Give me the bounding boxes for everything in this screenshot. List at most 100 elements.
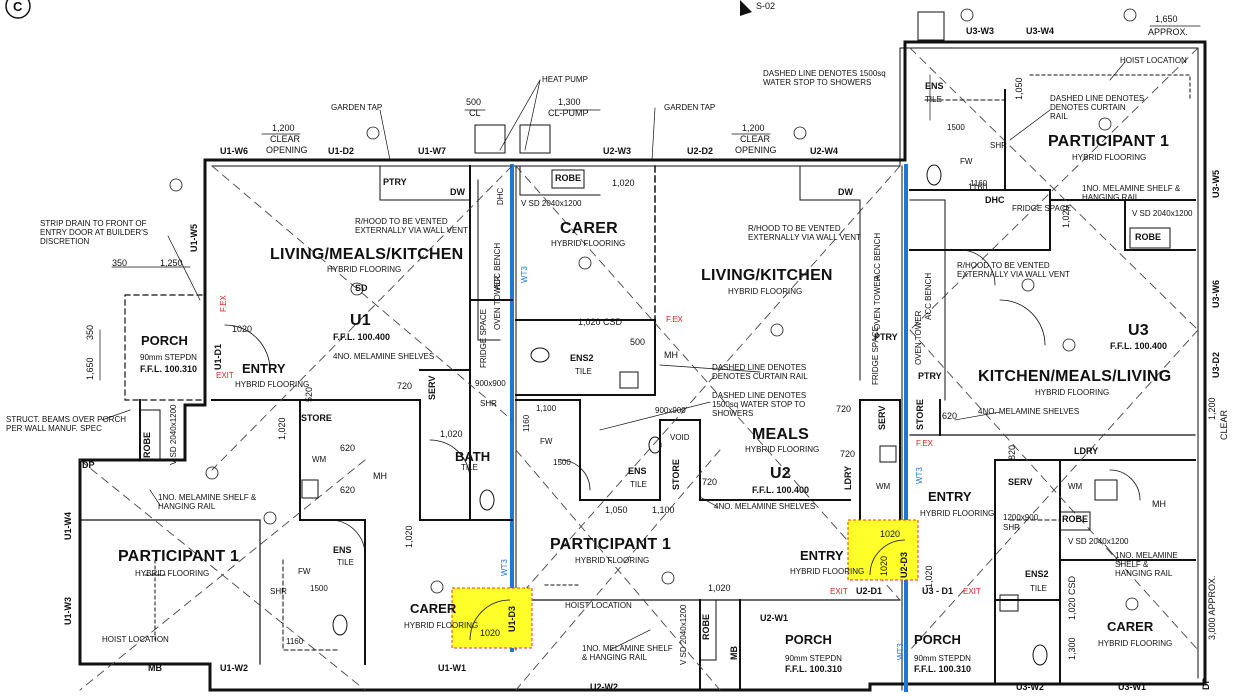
section-ref: S-02 — [756, 1, 776, 11]
sd-u1: SD — [355, 283, 368, 293]
mb-u2: MB — [729, 646, 739, 660]
acc-u3: ACC BENCH — [924, 272, 933, 320]
mh-u3: MH — [1152, 499, 1166, 509]
dim-1200-u3: 1,200 — [1207, 397, 1217, 420]
robe-u3b: ROBE — [1062, 514, 1089, 524]
wt3-a: WT3 — [520, 266, 529, 283]
dim-1020-u2-d3: 1020 — [880, 529, 901, 539]
u2-carer-floor: HYBRID FLOORING — [551, 239, 626, 248]
u1-living-floor: HYBRID FLOORING — [327, 265, 402, 274]
tag-u3-w6: U3-W6 — [1211, 279, 1221, 308]
robe-u2: ROBE — [555, 173, 582, 183]
room-u3-ens: ENS — [925, 81, 944, 91]
room-u2-meals: MEALS — [752, 426, 809, 443]
opening-u1: OPENING — [266, 145, 308, 155]
u3-entry-floor: HYBRID FLOORING — [920, 509, 995, 518]
note-rhood-u1: R/HOOD TO BE VENTED EXTERNALLY VIA WALL … — [355, 217, 468, 235]
fw-u3: FW — [960, 157, 973, 166]
tag-u1-w5: U1-W5 — [189, 223, 199, 252]
dim-720-u2b: 720 — [836, 404, 852, 414]
u1-porch-stepdn: 90mm STEPDN — [140, 353, 197, 362]
u3-ffl: F.F.L. 100.400 — [1110, 341, 1168, 351]
u2-porch-stepdn: 90mm STEPDN — [785, 654, 842, 663]
fridge-u2: FRIDGE SPACE — [871, 326, 880, 385]
note-melamine4-u1: 4NO. MELAMINE SHELVES — [333, 352, 435, 361]
note-hoist-u3: HOIST LOCATION — [1120, 56, 1187, 65]
tag-u2-w3: U2-W3 — [603, 146, 632, 156]
u2-ffl: F.F.L. 100.400 — [752, 485, 810, 495]
room-u2-participant: PARTICIPANT 1 — [550, 536, 672, 553]
u3-carer-floor: HYBRID FLOORING — [1098, 639, 1173, 648]
dim-1160-u1: 1160 — [286, 637, 304, 646]
room-u1-carer: CARER — [410, 601, 457, 616]
u2-porch-ffl: F.F.L. 100.310 — [785, 664, 843, 674]
dw-u1: DW — [450, 187, 465, 197]
room-u2-porch: PORCH — [785, 632, 832, 647]
unit-u2: U2 — [770, 465, 791, 482]
note-dashed-curtain-u2: DASHED LINE DENOTES DENOTES CURTAIN RAIL — [712, 363, 808, 381]
note-dashed-water-u2: DASHED LINE DENOTES 1500sq WATER STOP TO… — [712, 391, 807, 418]
dim-cl-pump: CL-PUMP — [548, 108, 589, 118]
serv-u3: SERV — [1008, 477, 1033, 487]
dim-1050-u3: 1,050 — [1014, 77, 1024, 100]
note-heat-pump: HEAT PUMP — [542, 75, 588, 84]
fw-u1: FW — [298, 567, 311, 576]
csd-u2: 1,020 CSD — [578, 317, 623, 327]
dim-1200-u2: 1,200 — [742, 123, 765, 133]
oven-u2: OVEN TOWER — [873, 275, 882, 330]
u1-carer-floor: HYBRID FLOORING — [404, 621, 479, 630]
u1-ffl: F.F.L. 100.400 — [333, 332, 391, 342]
dim-620-b: 620 — [340, 485, 356, 495]
note-dashed-water-u3: DASHED LINE DENOTES 1500sq WATER STOP TO… — [763, 69, 886, 87]
dp-u1: DP — [82, 460, 95, 470]
dim-350-v: 350 — [85, 324, 95, 340]
note-melamine4-u3: 4NO. MELAMINE SHELVES — [978, 407, 1080, 416]
dim-3000-u3: 3,000 APPROX. — [1207, 575, 1217, 640]
serv-u1: SERV — [427, 375, 437, 400]
exit-u2: EXIT — [830, 587, 848, 596]
room-u1-participant: PARTICIPANT 1 — [118, 548, 240, 565]
dim-1020-u1-bath: 1,020 — [440, 429, 463, 439]
room-u2-ens2: ENS2 — [570, 353, 594, 363]
tag-u2-w1: U2-W1 — [760, 613, 789, 623]
room-u1-bath: BATH — [455, 449, 491, 464]
dim-1020-u1-d3: 1020 — [480, 628, 501, 638]
dim-1250: 1,250 — [160, 258, 183, 268]
tag-u3-d1: U3 - D1 — [922, 586, 954, 596]
store-u2: STORE — [671, 459, 681, 490]
clear-u2: CLEAR — [740, 134, 771, 144]
note-garden-tap-u1: GARDEN TAP — [331, 103, 383, 112]
room-u3-participant: PARTICIPANT 1 — [1048, 133, 1170, 150]
room-u2-entry: ENTRY — [800, 548, 844, 563]
dim-1020-v-u3: 1,020 — [1061, 205, 1071, 228]
u3-ens-floor: TILE — [925, 95, 942, 104]
dim-350: 350 — [112, 258, 128, 268]
room-u1-entry: ENTRY — [242, 361, 286, 376]
approx-dim: 1,650 — [1155, 14, 1178, 24]
dim-1500-u1: 1500 — [310, 584, 328, 593]
serv-u2: SERV — [877, 405, 887, 430]
note-hoist-u1: HOIST LOCATION — [102, 635, 169, 644]
u2-living-floor: HYBRID FLOORING — [728, 287, 803, 296]
tag-u1-w3: U1-W3 — [63, 596, 73, 625]
note-dashed-curtain-u3: DASHED LINE DENOTES DENOTES CURTAIN RAIL — [1050, 94, 1145, 121]
dim-1160-u3: 1160 — [970, 179, 988, 188]
note-melamine-u3: 1NO. MELAMINE SHELF & HANGING RAIL — [1082, 184, 1181, 202]
room-u3-entry: ENTRY — [928, 489, 972, 504]
fex-u2: F.EX — [666, 315, 683, 324]
vsd-u2b: V SD 2040x1200 — [679, 604, 688, 666]
tag-u1-d1: U1-D1 — [213, 343, 223, 370]
dim-1300-u3: 1,300 — [1067, 637, 1077, 660]
dim-720-u2c: 720 — [840, 449, 856, 459]
clear-u1: CLEAR — [270, 134, 301, 144]
room-u1-porch: PORCH — [141, 333, 188, 348]
room-u1-living: LIVING/MEALS/KITCHEN — [270, 246, 464, 263]
shr-u3: SHR — [990, 141, 1007, 150]
tag-u3-w1: U3-W1 — [1118, 682, 1147, 692]
u3-ens2-floor: TILE — [1030, 584, 1047, 593]
robe-u1: ROBE — [142, 431, 152, 458]
dim-720-u2: 720 — [702, 477, 718, 487]
dim-620-a: 620 — [340, 443, 356, 453]
tag-u1-w6: U1-W6 — [220, 146, 249, 156]
ldry-u3: LDRY — [1074, 446, 1099, 456]
